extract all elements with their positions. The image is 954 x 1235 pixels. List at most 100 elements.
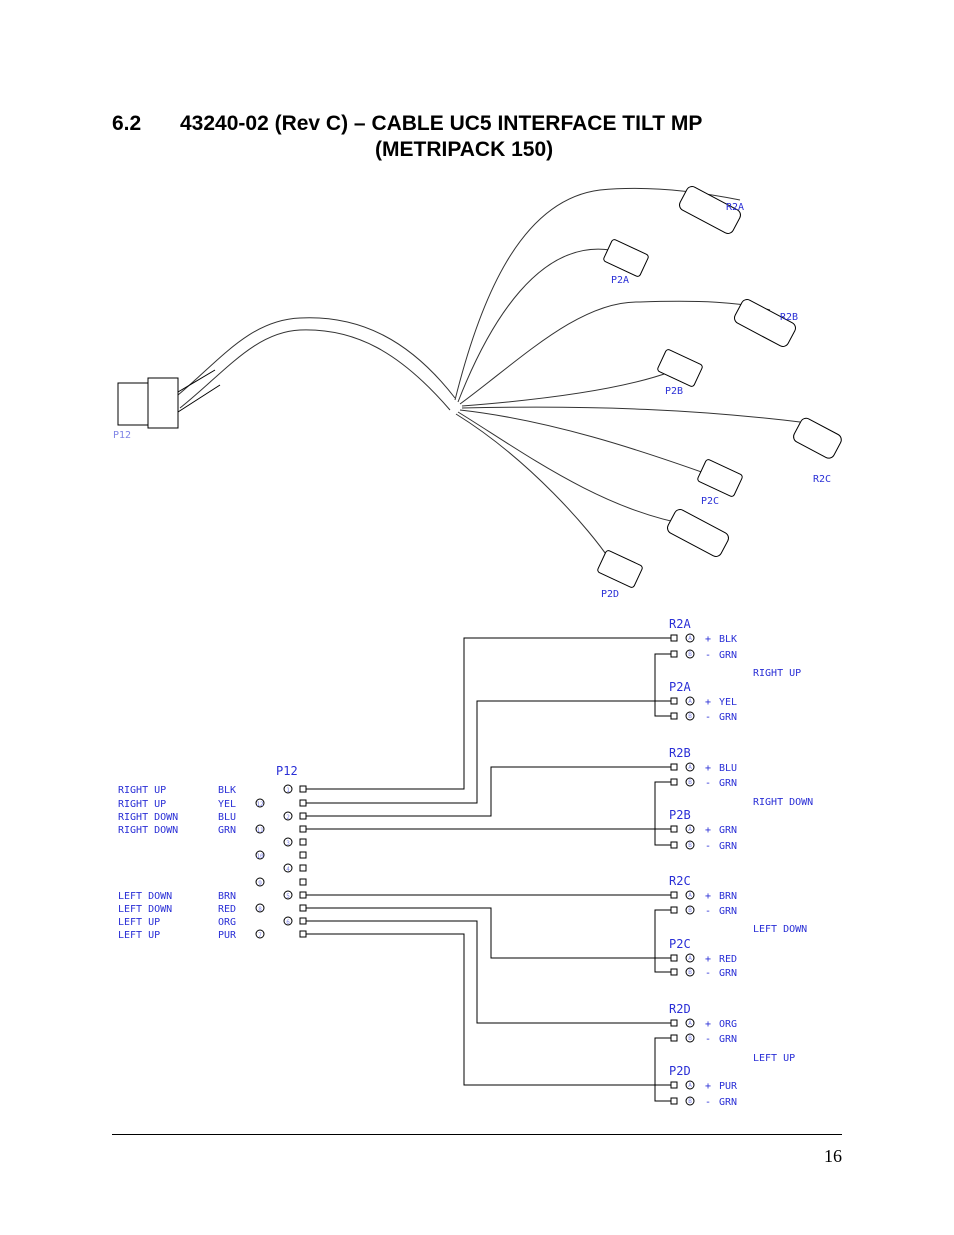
connector-pin-color: BRN bbox=[719, 891, 737, 902]
connector-pin-letter: A bbox=[688, 1082, 692, 1089]
connector-pin-color: GRN bbox=[719, 650, 737, 661]
connector-name: P2C bbox=[669, 937, 691, 951]
connector-pin-circle bbox=[685, 1080, 695, 1090]
connector-pin-sign: + bbox=[705, 697, 711, 708]
connector-pin-letter: B bbox=[688, 969, 692, 976]
connector-pin-box bbox=[670, 1097, 678, 1105]
connector-pin-circle bbox=[685, 967, 695, 977]
p12-pin-box bbox=[299, 785, 307, 793]
p12-pin-box bbox=[299, 878, 307, 886]
connector-name: R2B bbox=[669, 746, 691, 760]
row-wire-color: BRN bbox=[218, 891, 236, 902]
harness-label-2: P2A bbox=[611, 275, 629, 286]
pin-circle bbox=[283, 837, 293, 847]
connector-pin-box bbox=[670, 712, 678, 720]
connector-pin-letter: B bbox=[688, 1035, 692, 1042]
p12-pin-box bbox=[299, 930, 307, 938]
row-function: RIGHT UP bbox=[118, 785, 166, 796]
connector-pin-color: ORG bbox=[719, 1019, 737, 1030]
row-wire-color: BLU bbox=[218, 812, 236, 823]
row-wire-color: ORG bbox=[218, 917, 236, 928]
connector-pin-letter: B bbox=[688, 842, 692, 849]
connector-pin-box bbox=[670, 891, 678, 899]
connector-pin-circle bbox=[685, 824, 695, 834]
pin-circle bbox=[283, 784, 293, 794]
pin-number: 12 bbox=[256, 801, 264, 808]
p12-pin-box bbox=[299, 825, 307, 833]
connector-pin-circle bbox=[685, 696, 695, 706]
row-wire-color: GRN bbox=[218, 825, 236, 836]
connector-pin-letter: B bbox=[688, 651, 692, 658]
pin-number: 1 bbox=[286, 787, 290, 794]
row-wire-color: PUR bbox=[218, 930, 237, 941]
pin-circle bbox=[283, 890, 293, 900]
connector-pin-color: GRN bbox=[719, 778, 737, 789]
pin-number: 2 bbox=[286, 814, 290, 821]
connector-name: R2C bbox=[669, 874, 691, 888]
section-number: 6.2 bbox=[112, 112, 142, 135]
footer-rule bbox=[112, 1134, 842, 1135]
connector-name: P2D bbox=[669, 1064, 691, 1078]
pin-number: 10 bbox=[256, 853, 264, 860]
connector-pin-color: GRN bbox=[719, 906, 737, 917]
connector-pin-box bbox=[670, 1019, 678, 1027]
connector-pin-box bbox=[670, 778, 678, 786]
p12-pin-box bbox=[299, 812, 307, 820]
pin-number: 4 bbox=[286, 866, 290, 873]
connector-pin-letter: A bbox=[688, 826, 692, 833]
connector-pin-box bbox=[670, 1034, 678, 1042]
harness-label-4: P2B bbox=[665, 386, 683, 397]
connector-name: R2D bbox=[669, 1002, 691, 1016]
p12-pin-box bbox=[299, 904, 307, 912]
group-label: LEFT UP bbox=[753, 1053, 795, 1064]
pin-circle bbox=[283, 916, 293, 926]
connector-pin-letter: A bbox=[688, 635, 692, 642]
pin-number: 3 bbox=[286, 840, 290, 847]
connector-pin-circle bbox=[685, 1018, 695, 1028]
connector-pin-letter: B bbox=[688, 779, 692, 786]
connector-pin-letter: B bbox=[688, 1098, 692, 1105]
connector-pin-sign: - bbox=[705, 778, 711, 789]
row-wire-color: YEL bbox=[218, 799, 236, 810]
row-wire-color: RED bbox=[218, 904, 236, 915]
pin-number: 9 bbox=[258, 880, 262, 887]
pin-circle bbox=[255, 824, 265, 834]
harness-label-3: R2B bbox=[780, 312, 798, 323]
harness-illustration: P12 R2A P2A R2B P2B R2C P2C P2D bbox=[113, 186, 842, 600]
row-function: LEFT DOWN bbox=[118, 904, 172, 915]
pin-number: 7 bbox=[258, 932, 262, 939]
connector-pin-circle bbox=[685, 1096, 695, 1106]
connector-pin-sign: - bbox=[705, 968, 711, 979]
connector-pin-box bbox=[670, 763, 678, 771]
connector-pin-box bbox=[670, 697, 678, 705]
connector-pin-color: YEL bbox=[719, 697, 737, 708]
connector-pin-letter: A bbox=[688, 892, 692, 899]
connector-pin-color: BLK bbox=[719, 634, 737, 645]
pin-number: 5 bbox=[286, 893, 290, 900]
connector-pin-sign: + bbox=[705, 634, 711, 645]
p12-pin-box bbox=[299, 891, 307, 899]
pin-circle bbox=[255, 903, 265, 913]
connector-pin-color: BLU bbox=[719, 763, 737, 774]
section-title-line1: 43240-02 (Rev C) – CABLE UC5 INTERFACE T… bbox=[180, 112, 703, 135]
row-function: LEFT DOWN bbox=[118, 891, 172, 902]
row-function: LEFT UP bbox=[118, 917, 160, 928]
connector-pin-sign: + bbox=[705, 1081, 711, 1092]
group-label: RIGHT DOWN bbox=[753, 797, 813, 808]
connector-pin-sign: + bbox=[705, 954, 711, 965]
harness-label-1: R2A bbox=[726, 202, 744, 213]
connector-pin-sign: - bbox=[705, 906, 711, 917]
connector-pin-box bbox=[670, 906, 678, 914]
pin-circle bbox=[255, 798, 265, 808]
connector-pin-color: GRN bbox=[719, 825, 737, 836]
connector-pin-circle bbox=[685, 953, 695, 963]
row-wire-color: BLK bbox=[218, 785, 236, 796]
pin-circle bbox=[255, 929, 265, 939]
harness-label-0: P12 bbox=[113, 430, 131, 441]
p12-pin-box bbox=[299, 864, 307, 872]
connector-pin-color: GRN bbox=[719, 841, 737, 852]
connector-pin-circle bbox=[685, 840, 695, 850]
pin-number: 11 bbox=[256, 827, 264, 834]
connector-name: R2A bbox=[669, 617, 691, 631]
